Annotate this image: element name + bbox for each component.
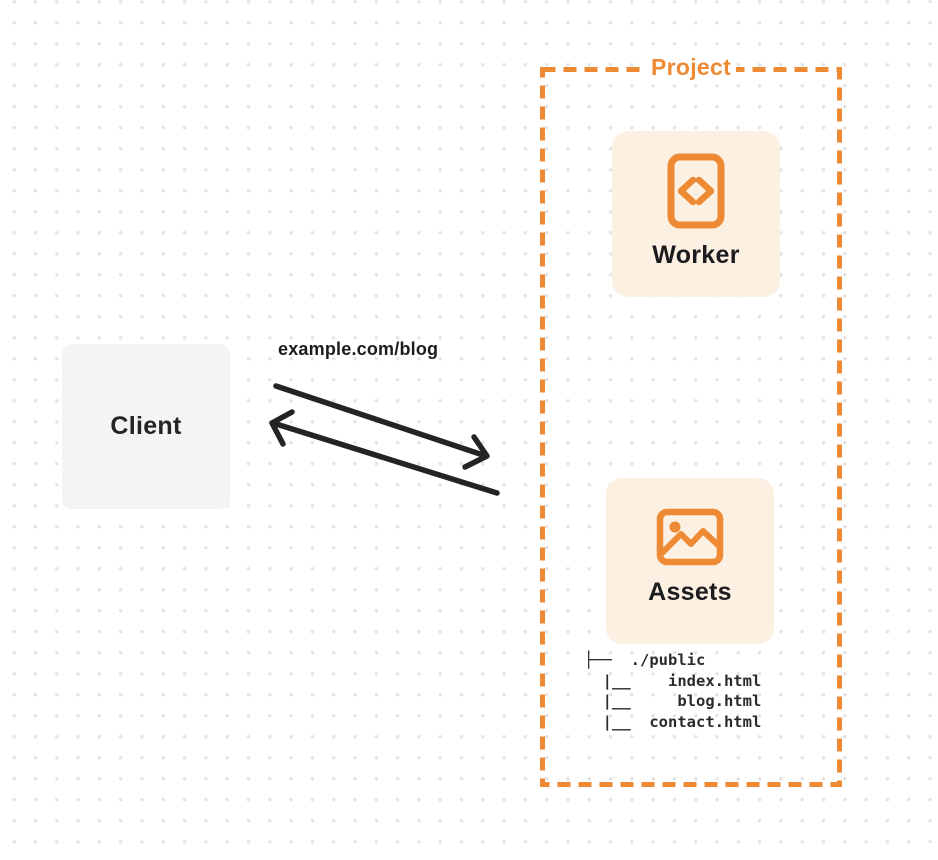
project-boundary: Project bbox=[540, 50, 842, 787]
response-arrow-line bbox=[270, 420, 500, 496]
client-node: Client bbox=[62, 344, 230, 509]
project-label: Project bbox=[645, 50, 737, 84]
response-arrowhead bbox=[269, 409, 295, 447]
request-arrowhead bbox=[462, 434, 490, 470]
worker-label: Worker bbox=[652, 241, 740, 269]
request-url-label: example.com/blog bbox=[278, 339, 439, 359]
assets-node: Assets bbox=[606, 478, 774, 644]
code-file-icon bbox=[667, 153, 725, 229]
client-label: Client bbox=[110, 412, 182, 440]
assets-file-tree: ├── ./public |__ index.html |__ blog.htm… bbox=[584, 651, 762, 731]
assets-label: Assets bbox=[648, 578, 732, 606]
worker-node: Worker bbox=[612, 131, 780, 297]
image-icon bbox=[656, 508, 724, 566]
request-arrow-line bbox=[273, 383, 489, 459]
